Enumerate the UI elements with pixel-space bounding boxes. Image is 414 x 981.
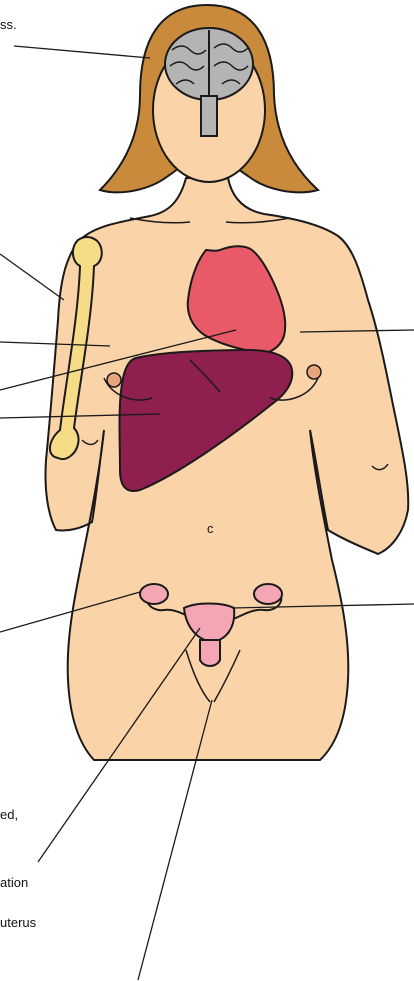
navel-mark: c — [207, 522, 214, 535]
nipple-left — [107, 373, 121, 387]
label-bottom-fragment-3: uterus — [0, 916, 36, 929]
leader-line-bone — [0, 254, 64, 300]
label-bottom-fragment-1: ed, — [0, 808, 18, 821]
label-brain-fragment: ss. — [0, 18, 17, 31]
label-bottom-fragment-2: ation — [0, 876, 28, 889]
nipple-right — [307, 365, 321, 379]
leader-line-brain — [14, 46, 150, 58]
